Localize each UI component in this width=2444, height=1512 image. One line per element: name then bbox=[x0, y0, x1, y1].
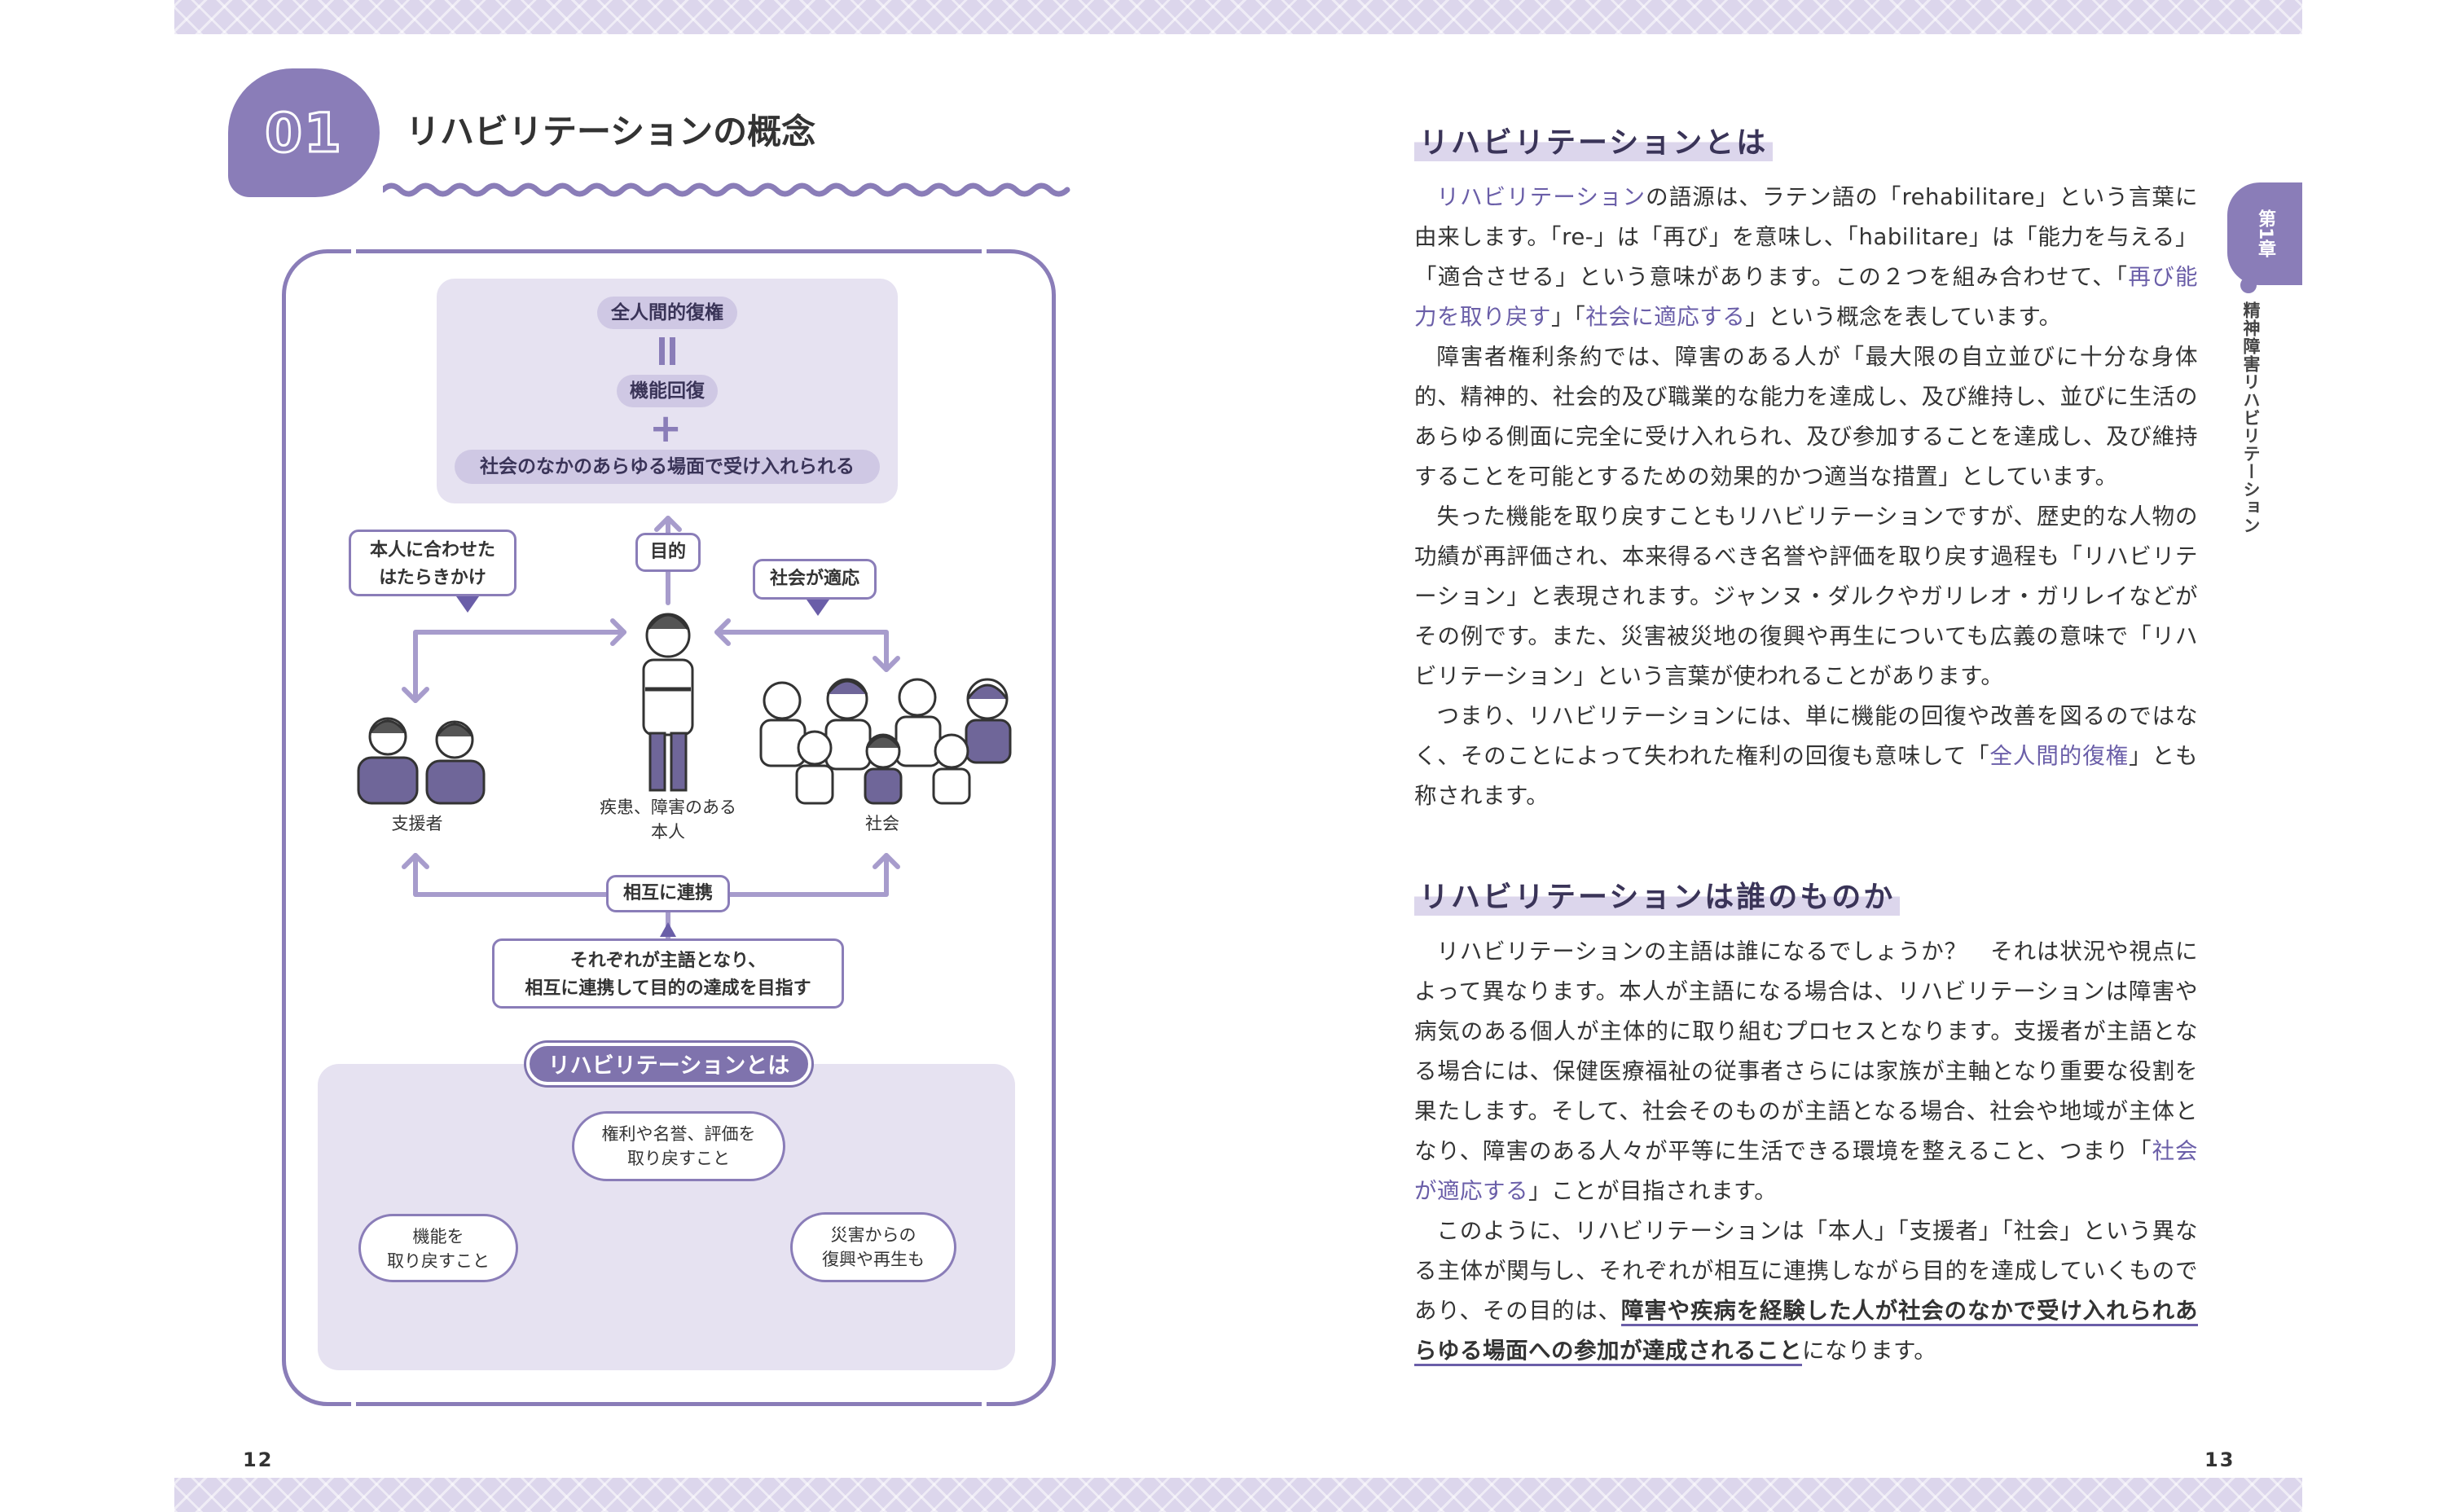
heading-whose-rehab: リハビリテーションは誰のものか bbox=[1414, 873, 1901, 916]
highlighted-term: 再び能力を取り戻す bbox=[1414, 264, 2199, 330]
section1-body: リハビリテーションの語源は、ラテン語の「rehabilitare」という言葉に由… bbox=[1414, 178, 2198, 816]
para-2: 障害者権利条約では、障害のある人が「最大限の自立並びに十分な身体的、精神的、社会… bbox=[1414, 344, 2198, 490]
label-self: 疾患、障害のある 本人 bbox=[600, 798, 736, 842]
bubble-restore-rights: 権利や名誉、評価を 取り戻すこと bbox=[572, 1111, 785, 1181]
concept-diagram-frame bbox=[282, 246, 1056, 1409]
chapter-name: 精神障害リハビリテーション bbox=[2241, 301, 2261, 534]
callout-individual-approach: 本人に合わせた はたらきかけ bbox=[349, 530, 516, 596]
wavy-underline bbox=[383, 182, 1070, 197]
highlighted-term: 社会が適応する bbox=[1414, 1138, 2199, 1204]
plus-sign: + bbox=[649, 406, 683, 451]
goal-pill-acceptance: 社会のなかのあらゆる場面で受け入れられる bbox=[455, 450, 880, 484]
highlighted-term: 全人間的復権 bbox=[1989, 743, 2130, 769]
bottom-pattern-band bbox=[174, 1478, 2302, 1512]
underlined-emphasis: 障害や疾病を経験した人が社会のなかで受け入れられあらゆる場面への参加が達成される… bbox=[1414, 1298, 2199, 1366]
callout-shared-goal: それぞれが主語となり、 相互に連携して目的の達成を目指す bbox=[492, 938, 844, 1009]
callout-cooperation: 相互に連携 bbox=[606, 875, 730, 912]
chapter-tab: 第1章 bbox=[2227, 182, 2302, 285]
bubble-disaster-recovery: 災害からの 復興や再生も bbox=[790, 1212, 956, 1282]
highlighted-term: リハビリテーション bbox=[1436, 184, 1646, 210]
page-title: リハビリテーションの概念 bbox=[406, 112, 816, 152]
para-3: 失った機能を取り戻すこともリハビリテーションですが、歴史的な人物の功績が再評価さ… bbox=[1414, 503, 2198, 689]
goal-pill-function: 機能回復 bbox=[617, 375, 718, 407]
para-5: リハビリテーションの主語は誰になるでしょうか？ それは状況や視点によって異なりま… bbox=[1414, 938, 2199, 1204]
page-number-left: 12 bbox=[243, 1448, 274, 1471]
heading-what-is-rehab: リハビリテーションとは bbox=[1414, 119, 1774, 161]
para-1: リハビリテーションの語源は、ラテン語の「rehabilitare」という言葉に由… bbox=[1414, 184, 2199, 330]
chapter-dot bbox=[2240, 277, 2257, 293]
definition-title: リハビリテーションとは bbox=[526, 1043, 811, 1085]
para-6: このように、リハビリテーションは「本人」「支援者」「社会」という異なる主体が関与… bbox=[1414, 1211, 2199, 1371]
para-4: つまり、リハビリテーションには、単に機能の回復や改善を図るのではなく、そのことに… bbox=[1414, 703, 2198, 809]
equals-sign bbox=[659, 337, 675, 365]
bubble-restore-function: 機能を 取り戻すこと bbox=[358, 1214, 518, 1282]
page-number-right: 13 bbox=[2204, 1448, 2235, 1471]
callout-society-adapts: 社会が適応 bbox=[753, 559, 877, 600]
callout-purpose: 目的 bbox=[635, 533, 701, 572]
goal-pill-rights: 全人間的復権 bbox=[597, 297, 737, 329]
label-society: 社会 bbox=[865, 814, 899, 833]
top-pattern-band bbox=[174, 0, 2302, 34]
section2-body: リハビリテーションの主語は誰になるでしょうか？ それは状況や視点によって異なりま… bbox=[1414, 932, 2199, 1371]
label-supporter: 支援者 bbox=[391, 814, 443, 833]
section-number-badge: 01 bbox=[228, 68, 380, 197]
highlighted-term: 社会に適応する bbox=[1585, 304, 1746, 330]
